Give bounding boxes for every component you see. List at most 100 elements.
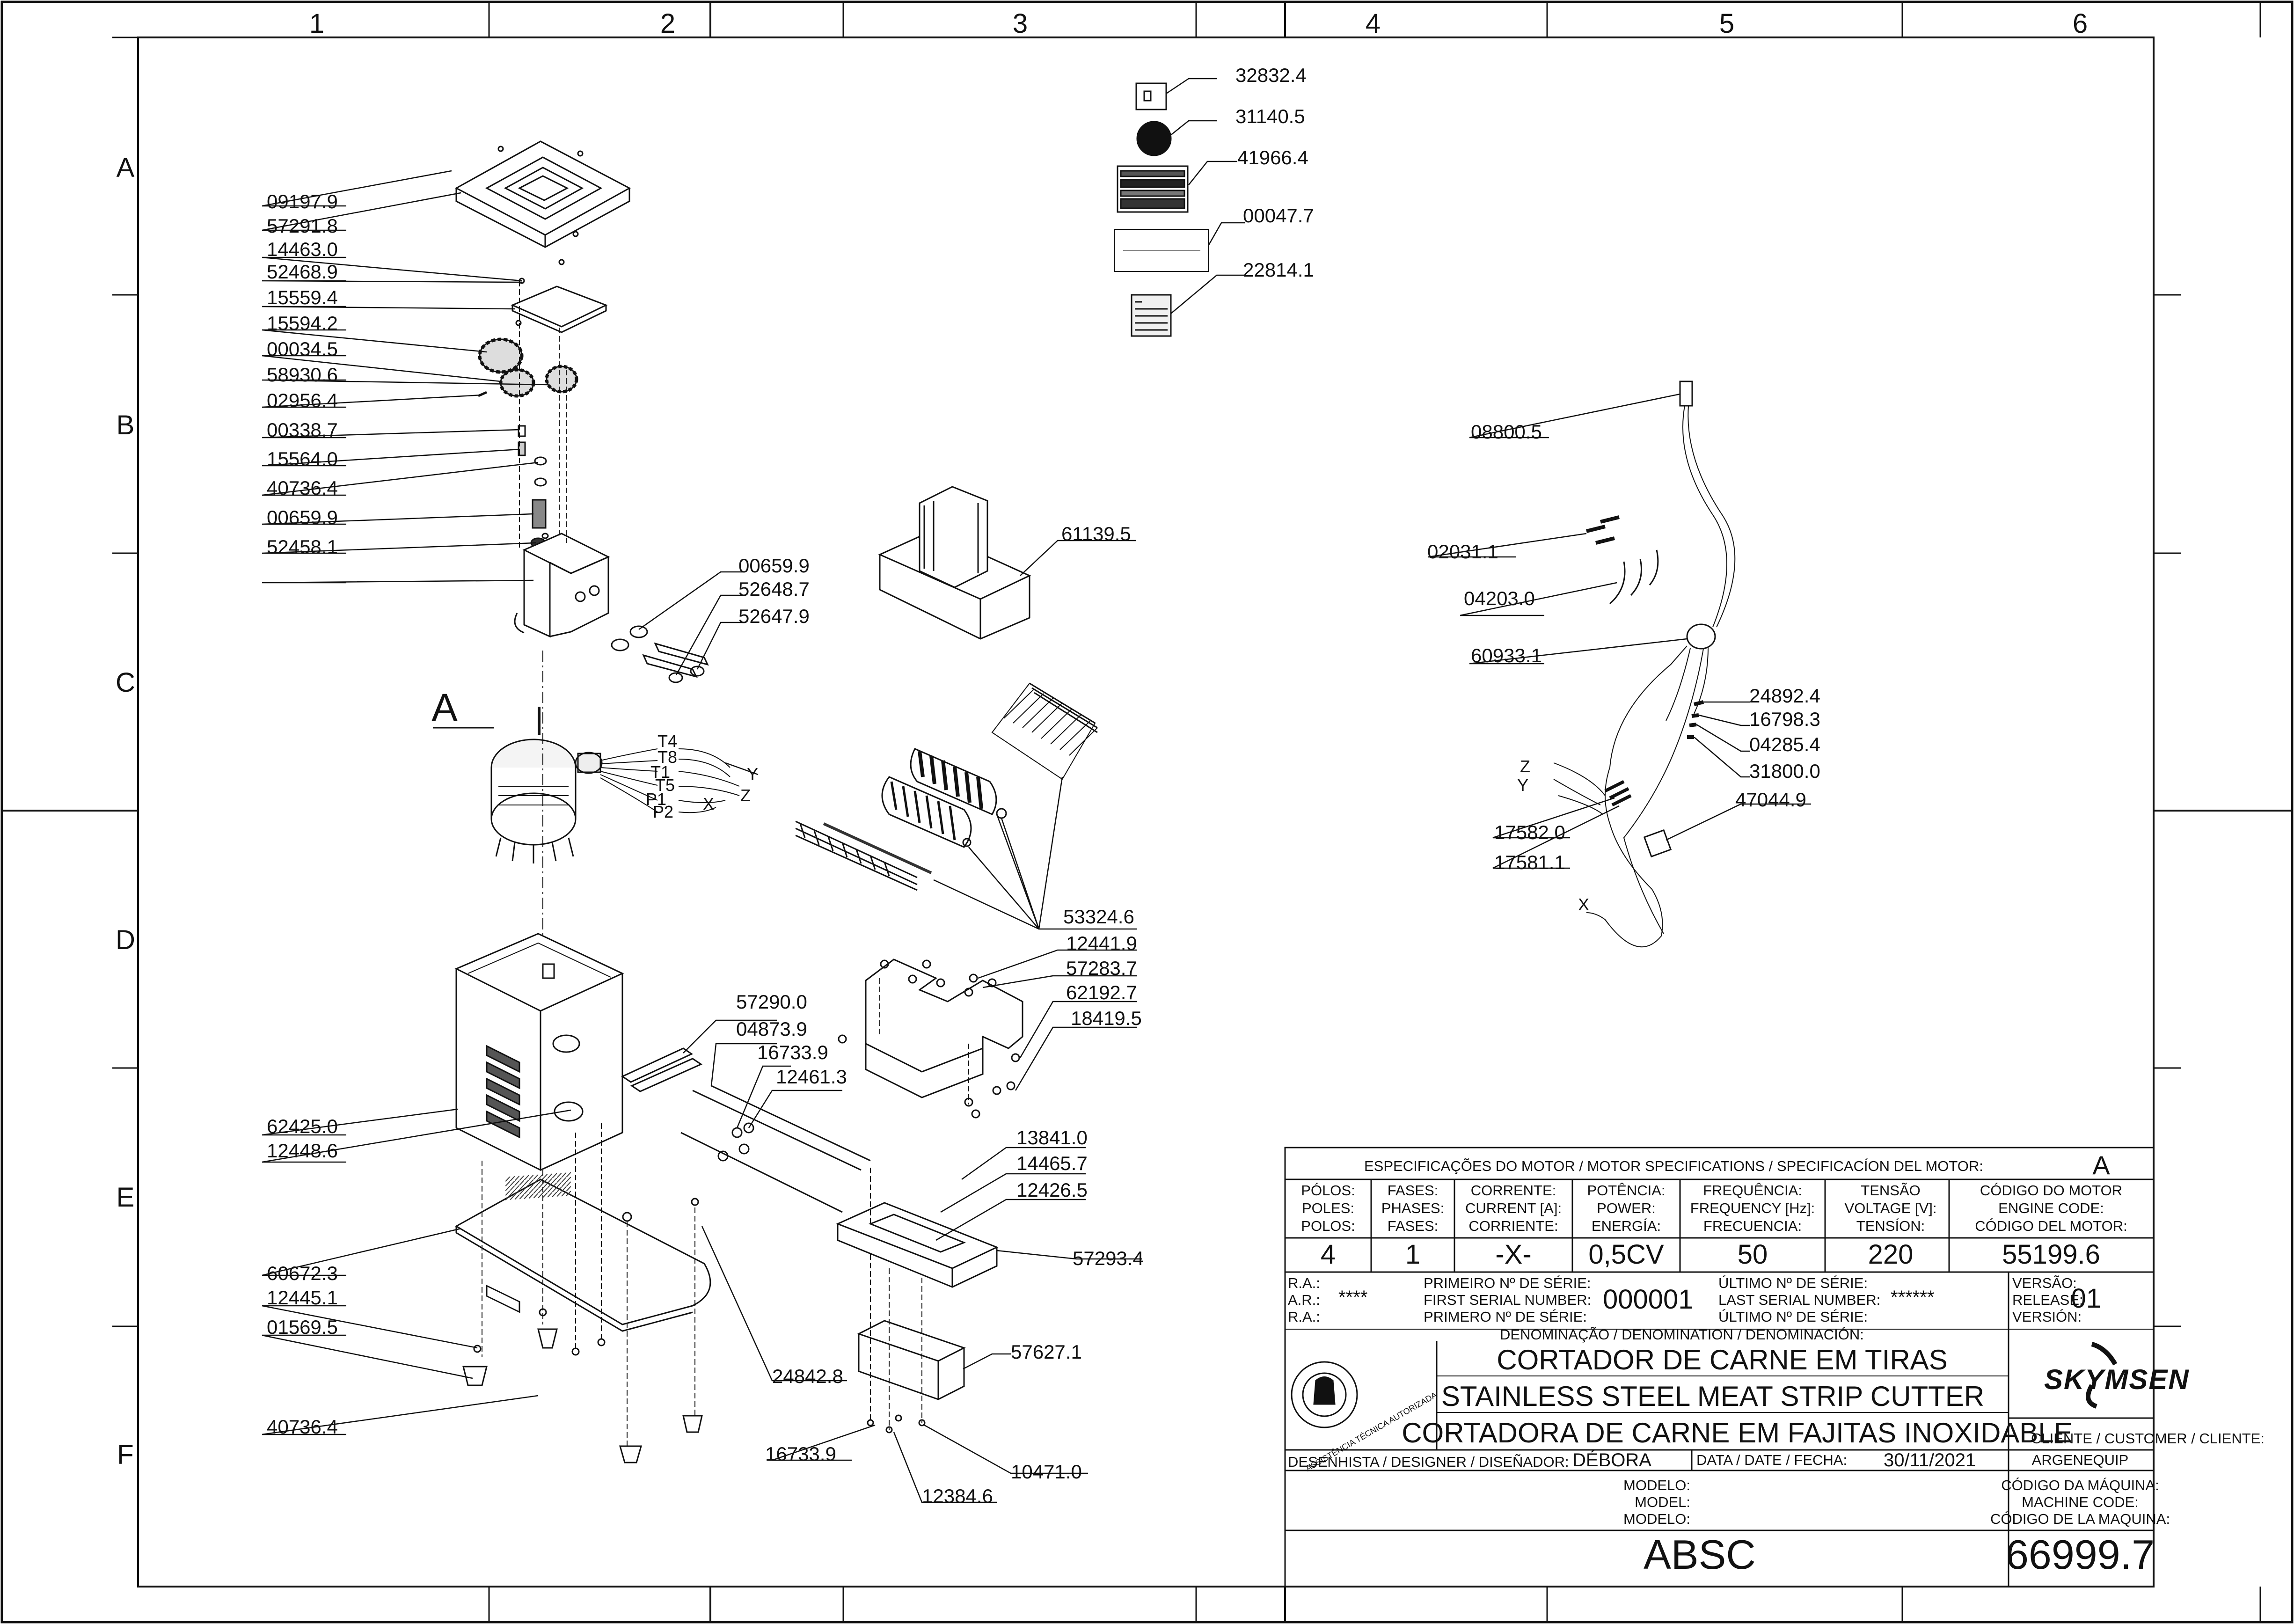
- denomination-pt: CORTADOR DE CARNE EM TIRAS: [1497, 1344, 1948, 1375]
- wire-label: T1: [650, 762, 671, 782]
- spec-voltage-l3: TENSÍON:: [1856, 1218, 1925, 1234]
- feet: [462, 1198, 703, 1463]
- spec-poles-l1: PÓLOS:: [1301, 1182, 1355, 1199]
- part-label: 62192.7: [1066, 981, 1137, 1003]
- part-label: 62425.0: [267, 1115, 338, 1137]
- skymsen-logo-mark: [2086, 1342, 2118, 1409]
- hopper-61139: [878, 486, 1031, 640]
- spec-current-l2: CURRENT [A]:: [1465, 1200, 1562, 1216]
- release-l1: VERSÃO:: [2012, 1275, 2077, 1291]
- part-label: 10471.0: [1011, 1461, 1082, 1483]
- part-label: 12426.5: [1016, 1179, 1088, 1201]
- wire-label: T8: [658, 747, 678, 767]
- part-label: 57293.4: [1073, 1247, 1144, 1269]
- inner-frame: [137, 37, 2155, 1587]
- release-l3: VERSIÓN:: [2012, 1309, 2082, 1325]
- part-label: 32832.4: [1235, 64, 1307, 86]
- last-serial-l3: ÚLTIMO Nº DE SÉRIE:: [1718, 1309, 1868, 1325]
- ra-label-1: R.A.:: [1288, 1275, 1320, 1291]
- base-plate: [454, 1172, 711, 1332]
- part-label: 24842.8: [772, 1365, 843, 1387]
- part-label: 08800.5: [1471, 421, 1542, 443]
- part-label: 61139.5: [1061, 523, 1131, 545]
- spec-phases-l2: PHASES:: [1381, 1200, 1445, 1216]
- spec-current-value: -X-: [1495, 1239, 1532, 1270]
- first-serial-l1: PRIMEIRO Nº DE SÉRIE:: [1424, 1275, 1591, 1291]
- part-label: 02956.4: [267, 389, 338, 411]
- part-label: 12445.1: [267, 1287, 338, 1309]
- part-label: 00659.9: [267, 506, 338, 528]
- designer-label: DESENHISTA / DESIGNER / DISEÑADOR:: [1288, 1454, 1569, 1470]
- spec-frequency-value: 50: [1737, 1239, 1768, 1270]
- part-label: 15594.2: [267, 312, 338, 334]
- motor-spec-ref: A: [2092, 1150, 2110, 1180]
- part-label: 14465.7: [1016, 1152, 1088, 1174]
- part-label: 12448.6: [267, 1140, 338, 1162]
- part-label: 16733.9: [757, 1041, 828, 1063]
- part-label: 12461.3: [776, 1066, 847, 1088]
- spec-voltage-l2: VOLTAGE [V]:: [1844, 1200, 1937, 1216]
- skymsen-logo: SKYMSEN: [2044, 1364, 2190, 1395]
- machine-code-value: 66999.7: [2005, 1531, 2155, 1578]
- wire-label: Y: [1517, 775, 1529, 795]
- dashed-guides: [482, 281, 969, 1446]
- release-l2: RELEASE:: [2012, 1292, 2083, 1308]
- spec-engine-code-l3: CÓDIGO DEL MOTOR:: [1975, 1218, 2127, 1234]
- wire-label: Z: [740, 786, 751, 805]
- part-label: 17581.1: [1494, 851, 1565, 873]
- spec-engine-code-l2: ENGINE CODE:: [1998, 1200, 2104, 1216]
- spec-phases-l1: FASES:: [1387, 1182, 1439, 1199]
- spec-power-l1: POTÊNCIA:: [1587, 1182, 1666, 1199]
- part-label: 31140.5: [1235, 105, 1305, 127]
- zone-ticks: [112, 2, 2261, 1622]
- model-l2: MODEL:: [1635, 1494, 1690, 1510]
- part-label: 52458.1: [267, 536, 338, 558]
- part-label: 52647.9: [738, 605, 810, 627]
- part-label: 02031.1: [1427, 541, 1498, 563]
- part-label: 52648.7: [738, 578, 810, 600]
- wire-label: P1: [646, 790, 667, 809]
- machine-body: [454, 933, 624, 1313]
- ra-label-3: R.A.:: [1288, 1309, 1320, 1325]
- wire-label: Y: [747, 764, 759, 783]
- shaft-parts: [518, 425, 549, 549]
- first-serial-value: 000001: [1603, 1284, 1694, 1315]
- first-serial-l2: FIRST SERIAL NUMBER:: [1424, 1292, 1592, 1308]
- designer-value: DÉBORA: [1572, 1450, 1651, 1470]
- model-l1: MODELO:: [1623, 1477, 1690, 1493]
- zone-col-6: 6: [2072, 8, 2088, 39]
- zone-col-1: 1: [309, 8, 325, 39]
- wire-label: X: [703, 794, 715, 813]
- spec-current-l1: CORRENTE:: [1470, 1182, 1556, 1199]
- part-label: 12384.6: [922, 1485, 993, 1507]
- spec-phases-value: 1: [1405, 1239, 1421, 1270]
- motor: [490, 707, 740, 863]
- zone-col-2: 2: [660, 8, 676, 39]
- wire-label: T4: [658, 732, 678, 751]
- part-label: 31800.0: [1749, 760, 1820, 782]
- part-label: 15559.4: [267, 286, 338, 308]
- tray-57627: [857, 1320, 966, 1434]
- spec-current-l3: CORRIENTE:: [1468, 1218, 1558, 1234]
- part-label: 24892.4: [1749, 685, 1820, 707]
- spec-phases-l3: FASES:: [1387, 1218, 1439, 1234]
- release-value: 01: [2071, 1283, 2101, 1314]
- last-serial-value: ******: [1891, 1287, 1935, 1308]
- spec-power-l3: ENERGÍA:: [1591, 1218, 1661, 1234]
- zone-col-3: 3: [1012, 8, 1028, 39]
- part-label: 40736.4: [267, 477, 338, 499]
- part-label: 60672.3: [267, 1262, 338, 1284]
- leader-lines: [262, 78, 1811, 1503]
- spec-power-l2: POWER:: [1597, 1200, 1656, 1216]
- client-value: ARGENEQUIP: [2031, 1452, 2129, 1468]
- part-label: 14463.0: [267, 238, 338, 260]
- zone-row-f: F: [117, 1440, 134, 1470]
- part-label: 18419.5: [1071, 1007, 1142, 1029]
- top-plate: [511, 259, 608, 333]
- denomination-en: STAINLESS STEEL MEAT STRIP CUTTER: [1441, 1381, 1985, 1412]
- part-label: 41966.4: [1237, 146, 1308, 168]
- part-label: 58930.6: [267, 364, 338, 386]
- wire-label: T5: [655, 775, 675, 795]
- ra-value: ****: [1338, 1287, 1368, 1308]
